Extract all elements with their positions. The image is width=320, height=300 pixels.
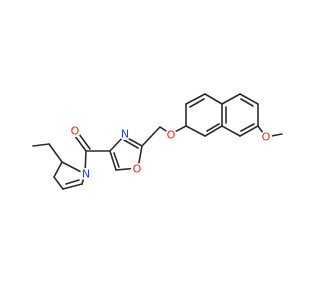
bonds [32,93,283,190]
bond-carbonyl-o [74,135,87,152]
bond-ring-c2-c3 [53,161,63,178]
pyrroline-nitrogen-label: N [82,168,90,181]
bond-ring-c3-c4 [53,176,64,190]
molecule-drawing: O N N O O O [32,93,283,190]
bond-naph-c1-c8a [204,125,223,137]
methoxy-oxygen-atom: O [260,131,272,144]
ether-oxygen-label: O [167,129,176,142]
methoxy-oxygen-label: O [262,131,271,144]
bond-naph-c4-c3-inner [189,98,205,108]
bond-ring-c4-c5 [62,183,83,190]
bond-oxazole-c4-c5 [109,150,117,171]
bond-ethyl-ch2-c2 [48,143,63,163]
oxazole-oxygen-label: O [133,163,142,176]
oxazole-nitrogen-atom: N [119,128,131,141]
bond-ethyl-ch3-ch2 [32,143,50,147]
bond-naph-c8-c7-inner [240,123,255,132]
structure-canvas: O N N O O O [32,93,283,190]
carbonyl-oxygen-label: O [71,125,80,138]
ether-oxygen-atom: O [165,129,177,142]
carbonyl-oxygen-atom: O [69,125,81,138]
pyrroline-nitrogen-atom: N [80,168,92,181]
bond-naph-c1-c8a-inner [206,123,220,132]
bond-oxazole-c2-n3-double [123,139,139,149]
bond-naph-c4a-c4 [204,93,223,105]
oxazole-oxygen-atom: O [131,163,143,176]
atom-labels: O N N O O O [69,125,272,181]
bond-naph-c2-c1 [185,125,206,137]
oxazole-nitrogen-label: N [121,128,129,141]
bond-carbonyl-o-double [78,133,91,150]
bond-oxazole-c4-c5-double [113,152,120,168]
bond-ring-c4-c5-double [65,179,80,185]
bond-oxazole-ch2 [141,126,161,147]
bond-naph-c6-c5 [239,93,259,105]
bond-naph-c5-c4a [221,93,241,105]
bond-naph-c4-c3 [185,93,206,105]
bond-naph-c8-c7 [239,125,259,137]
bond-naph-c6-c5-inner [240,98,254,107]
bond-naph-c8a-c8 [221,125,241,137]
